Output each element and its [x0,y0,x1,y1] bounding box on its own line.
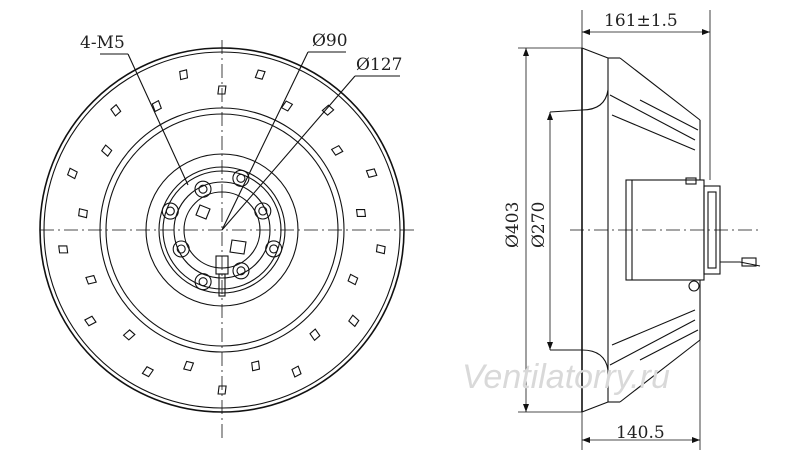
inlet-curve [581,349,609,371]
bolt-holes [161,169,283,291]
blade-tip [217,385,227,395]
blade-tip [151,99,163,113]
label-width-top: 161±1.5 [604,11,678,31]
hub-ring [158,166,286,294]
bolt-hole [172,240,190,258]
blade-edge [619,57,701,121]
bolt-hole [269,244,279,254]
bolt-hole [236,266,246,276]
bolt-hole [194,273,212,291]
label-d403: Ø403 [503,202,523,248]
bolt-hole [254,202,272,220]
inlet-ring [99,107,345,353]
blade-tip [58,245,69,254]
bolt-hole [232,169,250,187]
blade-tip [280,100,294,112]
blade-lines [609,309,699,366]
blade-tip [321,104,335,116]
blade-tip [309,328,321,342]
label-d90: Ø90 [312,31,348,51]
motor-lug [685,177,697,185]
bolt-hole [176,244,186,254]
motor-ring-inner [183,191,261,269]
cable [720,261,761,267]
blade-lines [609,94,699,151]
label-width-bottom: 140.5 [616,423,665,443]
blade-tip [347,273,359,286]
bolt-hole [165,206,175,216]
cable-terminal [218,273,226,297]
label-d270: Ø270 [529,202,549,248]
bolt-hole [236,173,246,183]
motor-detail [229,239,247,255]
leader-holes [127,53,189,186]
side-view [518,10,761,450]
front-view [39,40,415,440]
leader-d127 [221,75,356,231]
bolt-hole [198,184,208,194]
motor-flange-inner [707,191,717,269]
blade-tip [291,365,302,378]
bolt-hole [258,206,268,216]
label-d127: Ø127 [356,55,402,75]
blade-tip [330,144,344,156]
watermark: Ventilatorry.ru [462,358,670,396]
bolt-hole [194,180,212,198]
bolt-hole [161,202,179,220]
blade-tip [375,244,386,255]
blade-tip [217,85,227,95]
blade-tip [78,208,88,219]
outer-rim-inner [43,51,401,409]
motor-flange [703,185,721,275]
blade-tip [122,329,136,341]
blade-tips [58,69,386,395]
blade-tip [365,168,378,178]
bolt-hole [232,262,250,280]
blade-tip [183,360,195,372]
hub-ring-inner [162,170,282,290]
blade-tip [110,103,122,117]
blade-tip [66,167,78,180]
blade-tip [100,144,113,157]
inlet-line [549,109,583,113]
blade-tip [141,366,155,378]
blade-tip [179,69,189,81]
leader-d90 [221,51,309,231]
shroud-edge [581,401,609,413]
blade-edge [619,339,701,403]
blade-tip [251,360,261,372]
blade-tip [85,274,97,285]
bolt-hole [198,277,208,287]
outer-rim [39,47,405,413]
inlet-ring-inner [105,113,339,347]
blade-tip [348,314,360,328]
blade-tip [84,315,97,327]
motor-ring [173,181,271,279]
blade-tip [355,208,367,218]
motor-detail [195,204,211,220]
hub-outer [145,153,299,307]
cable-gland [741,257,757,267]
inlet-curve [581,89,609,111]
bolt-hole [265,240,283,258]
ground-screw [688,280,700,292]
label-holes: 4-M5 [80,33,125,53]
shroud-edge [581,47,609,59]
blade-tip [254,69,266,80]
